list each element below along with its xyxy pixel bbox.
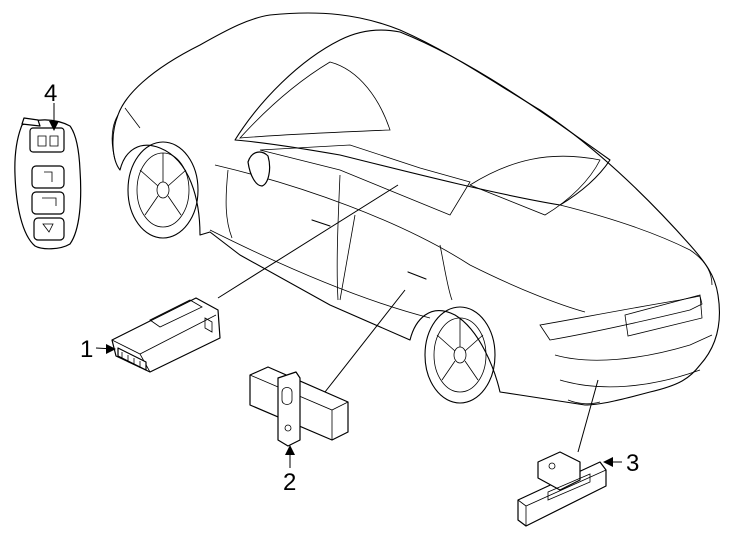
rear-sensor-icon bbox=[517, 451, 607, 527]
bracket-plate bbox=[277, 371, 301, 447]
arrow-2 bbox=[285, 445, 295, 455]
control-module-icon bbox=[111, 297, 221, 373]
car-body-outline bbox=[112, 12, 720, 406]
leader-2-car bbox=[324, 289, 406, 393]
car-side-mirror bbox=[247, 151, 271, 187]
key-fob-button-1 bbox=[31, 165, 65, 189]
arrow-4 bbox=[49, 121, 59, 131]
module-connector bbox=[117, 347, 147, 371]
car-side-window bbox=[259, 144, 471, 216]
key-fob-icon bbox=[14, 117, 82, 250]
car-rear-door-handle bbox=[407, 271, 427, 280]
callout-4: 4 bbox=[44, 80, 57, 107]
car-front-grille bbox=[111, 107, 141, 161]
antenna-bracket-icon bbox=[249, 366, 349, 447]
car-illustration bbox=[111, 12, 720, 406]
key-fob-blade bbox=[21, 117, 41, 127]
sensor-mount bbox=[537, 451, 581, 491]
car-rear-wheel bbox=[424, 306, 496, 404]
car-exhaust bbox=[567, 399, 601, 405]
car-belt-line bbox=[214, 164, 586, 313]
key-fob-button-3 bbox=[33, 217, 65, 241]
arrow-1 bbox=[106, 344, 116, 354]
car-rear-bumper bbox=[554, 334, 713, 388]
callout-1: 1 bbox=[80, 336, 93, 363]
leader-3-car bbox=[577, 379, 599, 453]
key-fob-button-2 bbox=[31, 191, 65, 215]
leader-1-car bbox=[217, 184, 399, 299]
car-front-door-handle bbox=[311, 219, 331, 227]
car-plate-area bbox=[624, 294, 703, 337]
car-tail-light bbox=[539, 295, 703, 341]
car-front-door bbox=[225, 169, 341, 301]
callout-3: 3 bbox=[626, 450, 639, 477]
car-trunk-lid bbox=[559, 204, 713, 286]
car-windshield bbox=[239, 61, 391, 139]
key-fob-button-top bbox=[29, 127, 65, 153]
car-sill-line bbox=[209, 229, 431, 319]
arrow-3 bbox=[603, 457, 613, 467]
car-rear-glass bbox=[469, 155, 601, 216]
car-rear-door bbox=[339, 214, 453, 301]
callout-2: 2 bbox=[283, 469, 296, 496]
car-roof bbox=[234, 29, 611, 206]
car-front-wheel bbox=[127, 141, 199, 239]
